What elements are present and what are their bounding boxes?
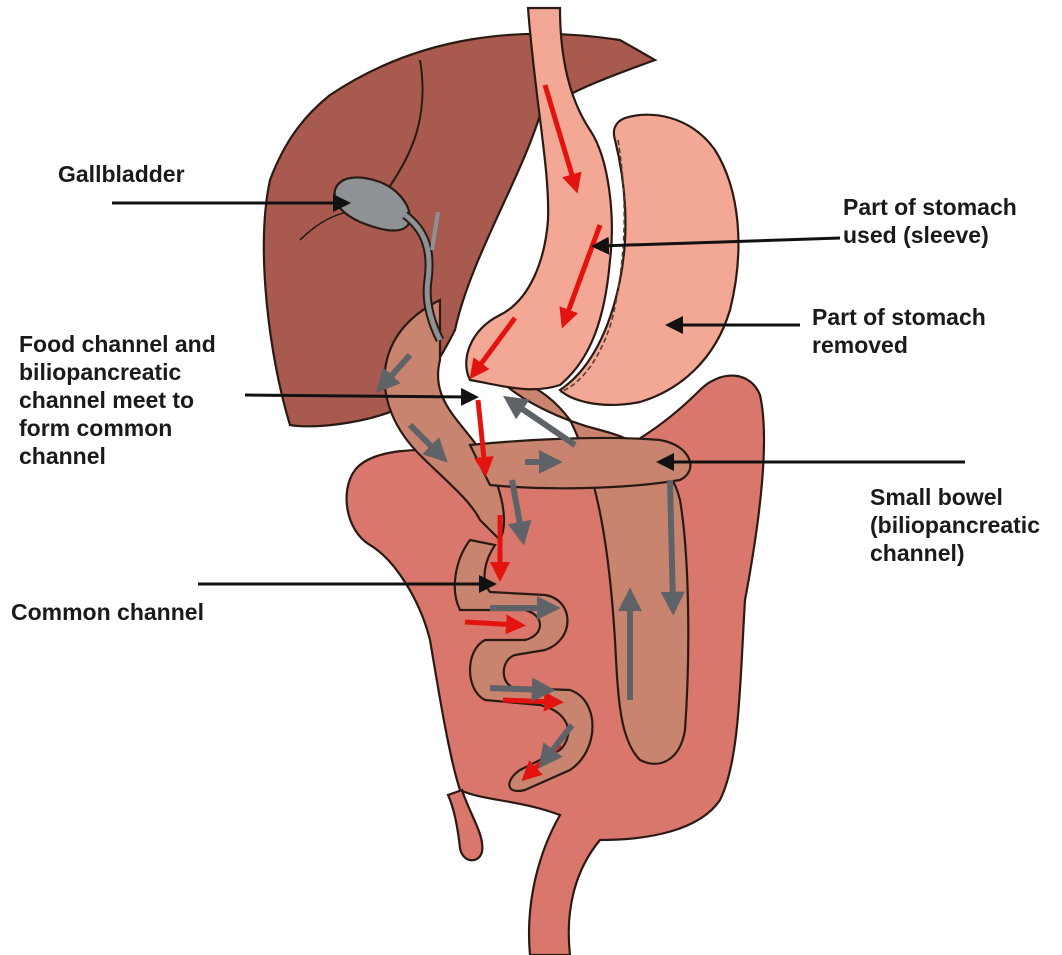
label-removed-line: Part of stomach [812, 303, 986, 331]
label-meet-line: Food channel and [19, 330, 216, 358]
small-bowel-cross [470, 438, 690, 488]
label-small-bowel-line: (biliopancreatic [870, 511, 1040, 539]
label-small-bowel-line: Small bowel [870, 483, 1040, 511]
label-meet-line: biliopancreatic [19, 358, 216, 386]
label-sleeve-line: Part of stomach [843, 193, 1017, 221]
food-arrow [503, 700, 555, 702]
label-common-channel: Common channel [11, 598, 204, 626]
food-arrow [465, 622, 517, 625]
label-meet-line: form common [19, 414, 216, 442]
label-removed: Part of stomach removed [812, 303, 986, 359]
label-removed-line: removed [812, 331, 986, 359]
label-sleeve-line: used (sleeve) [843, 221, 1017, 249]
label-small-bowel-line: channel) [870, 539, 1040, 567]
label-meet-line: channel meet to [19, 386, 216, 414]
label-gallbladder: Gallbladder [58, 160, 185, 188]
label-meet: Food channel and biliopancreatic channel… [19, 330, 216, 470]
bile-arrow [490, 688, 545, 690]
label-gallbladder-text: Gallbladder [58, 160, 185, 188]
label-sleeve: Part of stomach used (sleeve) [843, 193, 1017, 249]
label-small-bowel: Small bowel (biliopancreatic channel) [870, 483, 1040, 567]
label-meet-line: channel [19, 442, 216, 470]
label-common-text: Common channel [11, 598, 204, 626]
appendix [448, 790, 482, 860]
pointer-meet [245, 395, 470, 397]
bile-arrow [670, 480, 673, 605]
